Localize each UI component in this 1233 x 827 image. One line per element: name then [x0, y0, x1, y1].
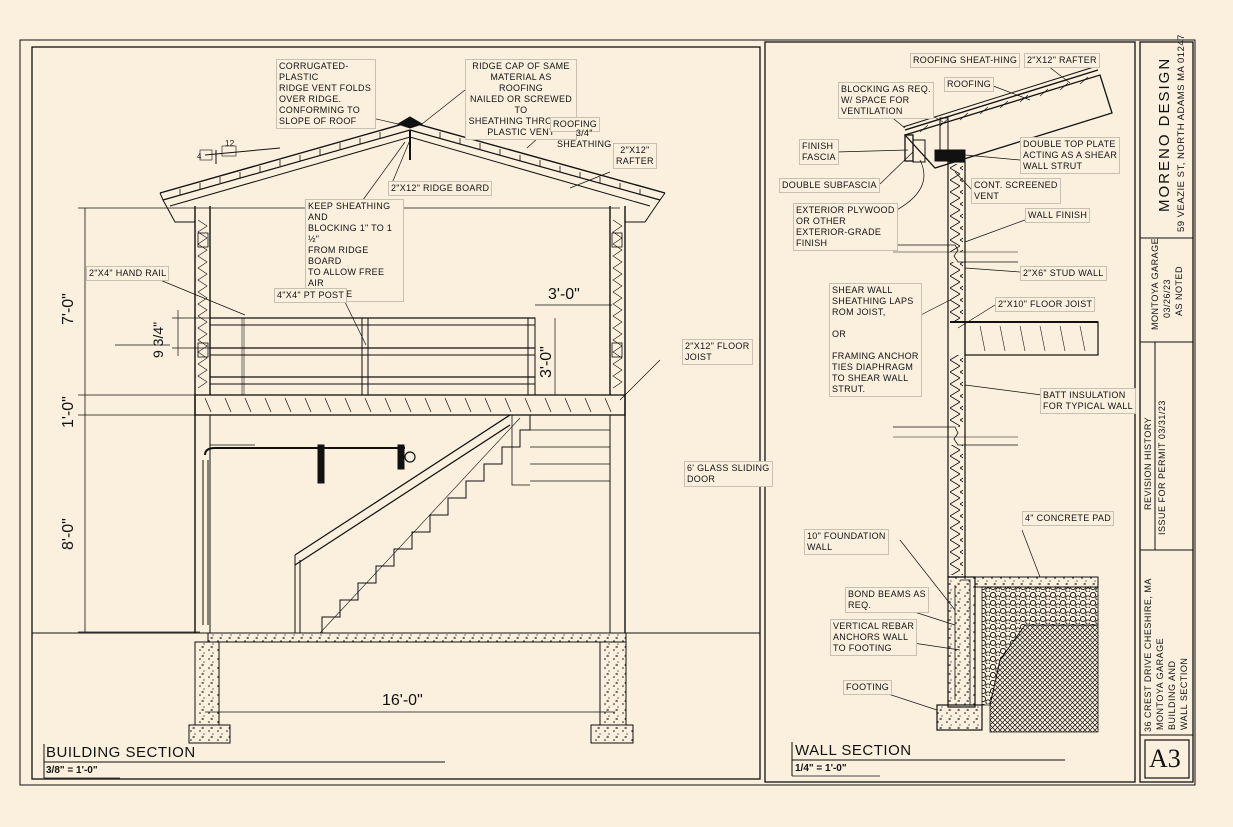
sheet-title-2: WALL SECTION: [1179, 657, 1189, 730]
pt-post-label: 4"x4" PT POST: [274, 288, 348, 303]
shear-wall-note: SHEAR WALL SHEATHING LAPS ROM JOIST, OR …: [829, 283, 922, 397]
dim-floor-depth: 1'-0": [60, 396, 77, 428]
project-name: MONTOYA GARAGE: [1150, 237, 1160, 330]
project-scale: AS NOTED: [1174, 265, 1184, 316]
foundation-wall-label: 10" FOUNDATION WALL: [804, 529, 889, 555]
dim-rail-width: 3'-0": [548, 286, 580, 303]
revision-heading: REVISION HISTORY: [1143, 416, 1153, 510]
roofing-label: ROOFING: [550, 117, 601, 132]
floor-joist-label: 2"x12" FLOOR JOIST: [682, 339, 753, 365]
firm-address: 59 VEAZIE ST, NORTH ADAMS MA 01247: [1176, 34, 1187, 232]
wall-rafter-label: 2"x12" RAFTER: [1024, 53, 1100, 68]
footing-label: FOOTING: [843, 680, 893, 695]
wall-section-scale: 1/4" = 1'-0": [795, 763, 847, 774]
firm-name: MORENO DESIGN: [1156, 56, 1173, 212]
wall-section-title: WALL SECTION: [795, 742, 912, 759]
sheet-number: A3: [1149, 744, 1181, 773]
finish-fascia-label: FINISH FASCIA: [799, 139, 839, 165]
dim-upper-height: 7'-0": [60, 293, 77, 325]
ridge-vent-note: CORRUGATED-PLASTIC RIDGE VENT FOLDS OVER…: [276, 59, 376, 129]
sheet-project: MONTOYA GARAGE: [1155, 637, 1165, 730]
sheathing-label: 3/4" SHEATHING: [557, 128, 612, 149]
dim-building-width: 16'-0": [382, 692, 423, 709]
sheet-title-1: BUILDING AND: [1167, 660, 1177, 730]
dim-lower-height: 8'-0": [60, 518, 77, 550]
bond-beams-label: BOND BEAMS AS REQ.: [845, 587, 929, 613]
revision-entry: ISSUE FOR PERMIT 03/31/23: [1157, 400, 1167, 535]
batt-insulation-label: BATT INSULATION FOR TYPICAL WALL: [1040, 388, 1136, 414]
keep-sheathing-note: KEEP SHEATHING AND BLOCKING 1" TO 1 ½" F…: [305, 199, 404, 302]
wall-floor-joist-label: 2"x10" FLOOR JOIST: [995, 297, 1096, 312]
double-subfascia-label: DOUBLE SUBFASCIA: [779, 178, 880, 193]
rafter-label: 2"x12" RAFTER: [613, 143, 657, 169]
wall-finish-label: WALL FINISH: [1025, 208, 1091, 223]
exterior-plywood-note: EXTERIOR PLYWOOD OR OTHER EXTERIOR-GRADE…: [793, 203, 898, 251]
building-section-title: BUILDING SECTION: [46, 744, 196, 761]
glass-door-label: 6' GLASS SLIDING DOOR: [684, 461, 773, 487]
concrete-pad-label: 4" CONCRETE PAD: [1022, 511, 1115, 526]
blocking-note: BLOCKING AS REQ. w/ SPACE FOR VENTILATIO…: [838, 82, 934, 119]
vertical-rebar-note: VERTICAL REBAR ANCHORS WALL TO FOOTING: [830, 619, 918, 656]
screened-vent-label: CONT. SCREENED VENT: [971, 178, 1061, 204]
stud-wall-label: 2"x6" STUD WALL: [1020, 266, 1107, 281]
pitch-rise: 4: [197, 152, 202, 161]
project-date: 03/26/23: [1162, 278, 1172, 318]
roofing-sheathing-label: ROOFING SHEAT-HING: [910, 53, 1021, 68]
wall-roofing-label: ROOFING: [944, 77, 995, 92]
dim-rail-spacing: 9 3/4": [150, 321, 166, 358]
dim-rail-height: 3'-0": [538, 346, 555, 378]
double-top-plate-note: DOUBLE TOP PLATE ACTING AS A SHEAR WALL …: [1020, 137, 1121, 174]
hand-rail-label: 2"x4" HAND RAIL: [86, 266, 170, 281]
pitch-run: 12: [225, 139, 235, 148]
ridge-cap-note: RIDGE CAP OF SAME MATERIAL AS ROOFING NA…: [465, 59, 577, 140]
site-address: 36 CREST DRIVE CHESHIRE, MA: [1143, 578, 1153, 732]
ridge-board-label: 2"x12" RIDGE BOARD: [388, 181, 493, 196]
building-section-scale: 3/8" = 1'-0": [46, 765, 98, 776]
